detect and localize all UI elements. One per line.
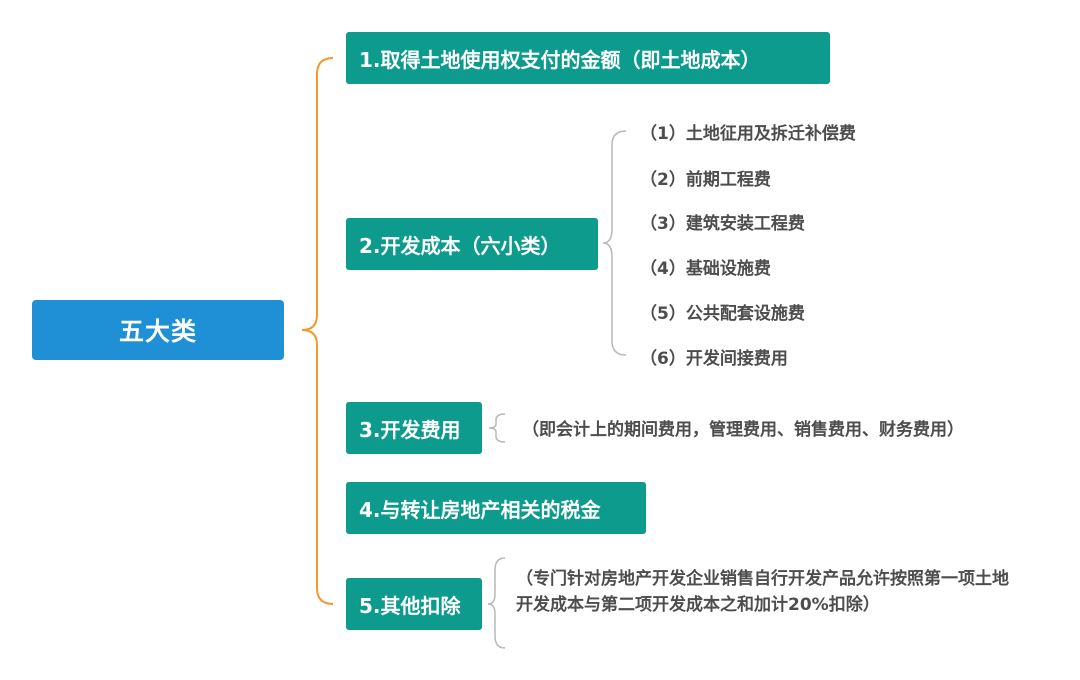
sub-bracket-development-expenses: [488, 413, 506, 443]
category-node-other-deductions: 5.其他扣除: [346, 578, 482, 630]
main-bracket: [301, 57, 334, 605]
sub-bracket-development-cost: [602, 130, 627, 356]
sub-bracket-other-deductions: [487, 557, 506, 649]
category-node-development-expenses: 3.开发费用: [346, 402, 482, 454]
category-node-development-cost: 2.开发成本（六小类）: [346, 218, 598, 270]
subitem-indirect-development-costs: （6）开发间接费用: [640, 349, 788, 369]
root-node: 五大类: [32, 300, 284, 360]
category-node-transfer-taxes: 4.与转让房地产相关的税金: [346, 482, 646, 534]
note-development-expenses: （即会计上的期间费用，管理费用、销售费用、财务费用）: [522, 420, 964, 440]
subitem-construction-installation: （3）建筑安装工程费: [640, 214, 805, 234]
note-other-deductions: （专门针对房地产开发企业销售自行开发产品允许按照第一项土地开发成本与第二项开发成…: [516, 569, 1009, 615]
category-node-land-cost: 1.取得土地使用权支付的金额（即土地成本）: [346, 32, 830, 84]
subitem-public-facilities: （5）公共配套设施费: [640, 304, 805, 324]
subitem-preliminary-works: （2）前期工程费: [640, 170, 771, 190]
subitem-land-acquisition-compensation: （1）土地征用及拆迁补偿费: [640, 124, 856, 144]
subitem-infrastructure: （4）基础设施费: [640, 259, 771, 279]
